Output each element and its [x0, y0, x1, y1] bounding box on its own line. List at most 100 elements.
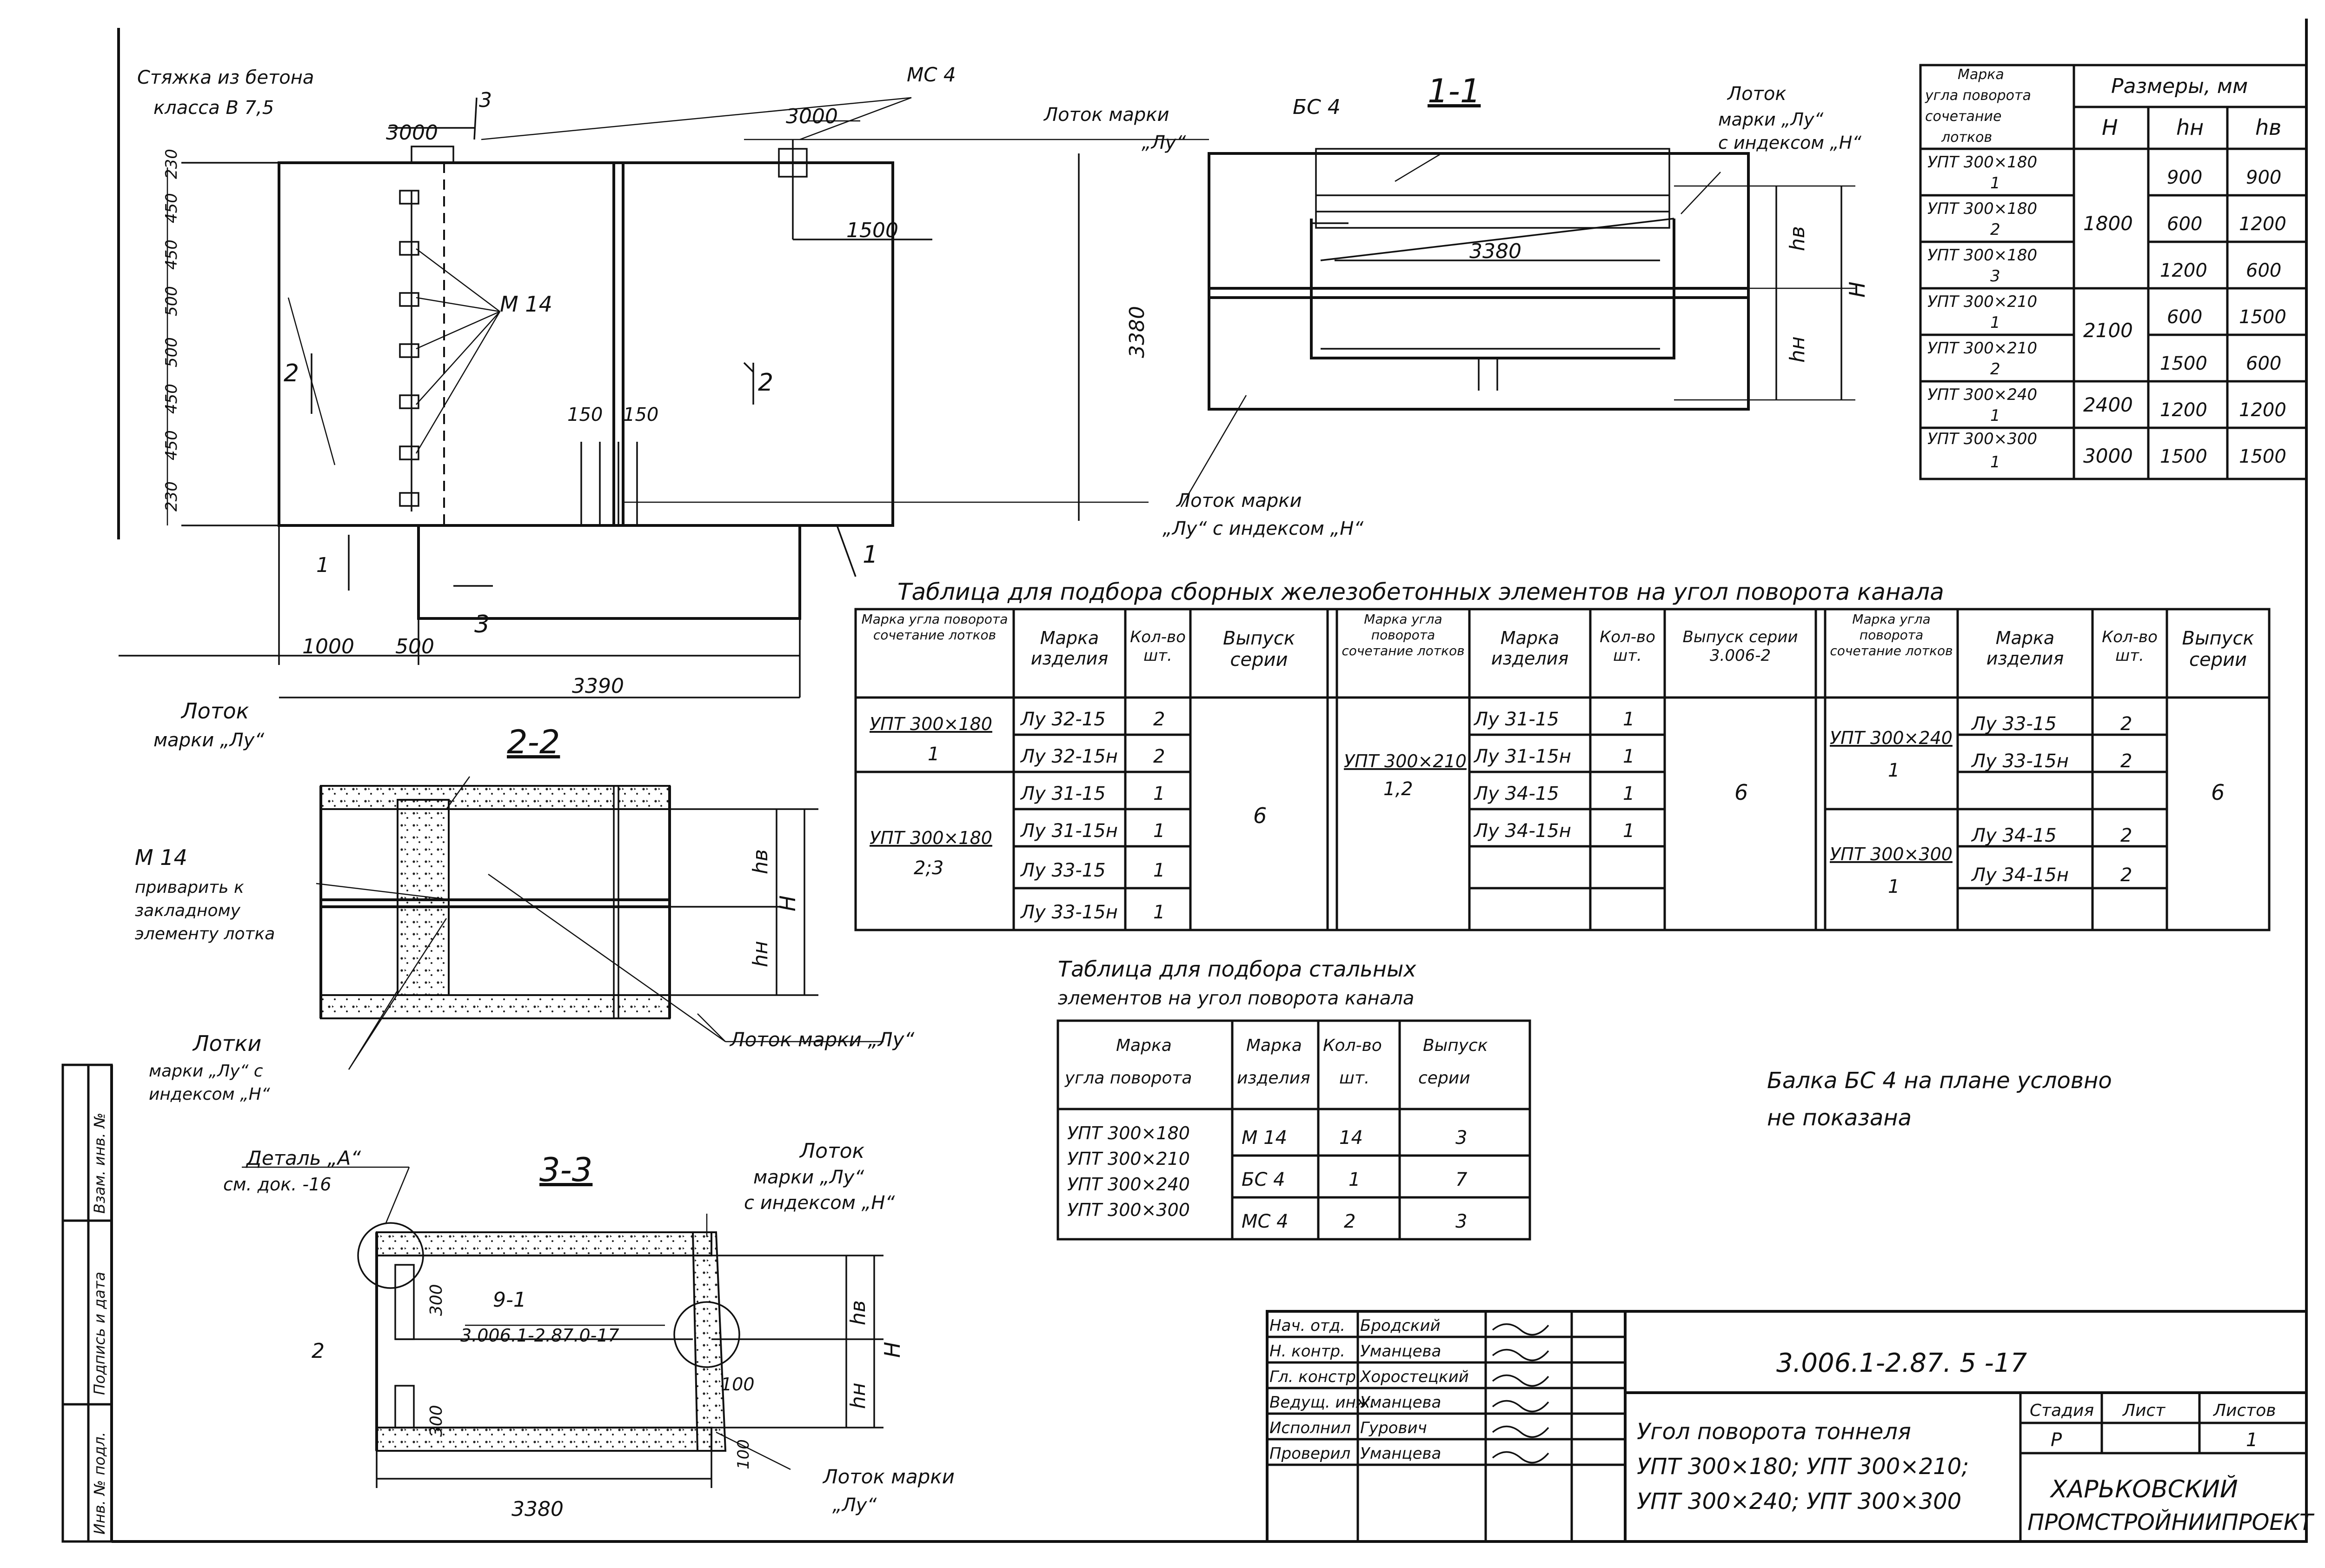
svg-text:Уманцева: Уманцева — [1360, 1444, 1441, 1463]
svg-text:2: 2 — [1990, 360, 2000, 379]
svg-text:450: 450 — [162, 430, 181, 460]
svg-text:закладному: закладному — [135, 901, 241, 920]
section-3-3-lotok-bottom-1: Лоток марки — [822, 1465, 955, 1488]
plan-dim-150-a: 150 — [567, 404, 603, 425]
svg-text:1200: 1200 — [2160, 260, 2207, 281]
size-table: Марка угла поворота сочетание лотков Раз… — [1925, 66, 2286, 472]
section-3-3 — [242, 1166, 884, 1488]
svg-text:УПТ 300×180: УПТ 300×180 — [1067, 1123, 1190, 1143]
svg-text:1: 1 — [1623, 746, 1634, 767]
section-3-3-dim-3380: 3380 — [512, 1497, 564, 1521]
plan-note-concrete-2: класса В 7,5 — [153, 97, 274, 119]
svg-text:1: 1 — [1990, 174, 2000, 193]
title-block-org-1: ХАРЬКОВСКИЙ — [2049, 1475, 2238, 1503]
title-block: Нач. отд. Н. контр. Гл. констр. Ведущ. и… — [1269, 1316, 2315, 1535]
svg-text:Лу 31-15н: Лу 31-15н — [1020, 820, 1118, 842]
svg-text:1500: 1500 — [2160, 353, 2207, 374]
section-1-1-bc4: БС 4 — [1293, 95, 1341, 119]
svg-text:Н: Н — [2102, 115, 2118, 140]
plan-cut1-left: 1 — [316, 553, 329, 577]
svg-text:300: 300 — [427, 1284, 446, 1316]
svg-text:600: 600 — [2246, 353, 2281, 374]
plan-cut2-right: 2 — [758, 369, 773, 397]
svg-text:УПТ 300×210: УПТ 300×210 — [1927, 339, 2037, 358]
rc-table-grid — [854, 608, 2271, 931]
plan-dim-500: 500 — [395, 635, 434, 658]
title-block-code: 3.006.1-2.87. 5 -17 — [1776, 1348, 2027, 1378]
section-1-1 — [1180, 148, 1855, 507]
svg-text:3000: 3000 — [2083, 445, 2133, 467]
svg-text:Н: Н — [880, 1342, 905, 1358]
svg-text:450: 450 — [162, 239, 181, 270]
svg-text:Ведущ. инж.: Ведущ. инж. — [1269, 1393, 1375, 1412]
steel-table-title-2: элементов на угол поворота канала — [1058, 988, 1414, 1009]
plan-lotok-h-label-2: „Лу“ с индексом „Н“ — [1162, 518, 1363, 539]
side-stamp: Инв. № подл. Подпись и дата Взам. инв. № — [91, 1113, 108, 1535]
svg-text:600: 600 — [2167, 306, 2202, 328]
svg-text:2: 2 — [312, 1339, 325, 1363]
svg-text:2: 2 — [2120, 751, 2132, 772]
svg-text:Лу 34-15н: Лу 34-15н — [1971, 864, 2069, 886]
plan-note-concrete-1: Стяжка из бетона — [137, 67, 314, 88]
rc-table: Марка угла поворота сочетание лотков Мар… — [862, 611, 2254, 923]
section-3-3-detail-2: см. док. -16 — [223, 1174, 331, 1195]
svg-text:Гл. констр.: Гл. констр. — [1269, 1368, 1361, 1386]
svg-text:УПТ 300×300: УПТ 300×300 — [1830, 844, 1953, 864]
svg-text:hв: hв — [749, 849, 772, 874]
svg-text:1800: 1800 — [2083, 212, 2133, 235]
section-2-2-m14: М 14 — [135, 845, 187, 870]
section-1-1-title: 1-1 — [1428, 72, 1481, 110]
plan-dim-3000-a: 3000 — [386, 121, 438, 145]
plan-dim-3000-b: 3000 — [786, 105, 838, 128]
svg-text:6: 6 — [1253, 803, 1267, 828]
svg-text:Выпуск: Выпуск — [1423, 1036, 1488, 1055]
plan-cut3-bottom: 3 — [474, 611, 490, 638]
svg-text:УПТ 300×210: УПТ 300×210 — [1067, 1149, 1190, 1169]
svg-text:УПТ 300×180: УПТ 300×180 — [870, 714, 992, 734]
signatures — [1492, 1323, 1549, 1464]
svg-text:Лу 31-15н: Лу 31-15н — [1473, 746, 1571, 767]
svg-text:1500: 1500 — [2160, 446, 2207, 467]
svg-text:2: 2 — [1990, 220, 2000, 239]
size-table-header-sizes: Размеры, мм — [2111, 74, 2248, 98]
svg-text:1: 1 — [928, 744, 939, 765]
svg-text:3: 3 — [1455, 1211, 1467, 1232]
section-1-1-lotok-2: марки „Лу“ — [1718, 109, 1824, 130]
svg-text:1: 1 — [1348, 1169, 1360, 1190]
svg-text:3: 3 — [1455, 1127, 1467, 1149]
plan-dim-3380: 3380 — [1125, 306, 1149, 358]
section-2-2-lotki: Лотки — [192, 1031, 261, 1056]
svg-text:2: 2 — [2120, 864, 2132, 886]
svg-text:Марка: Марка — [1116, 1036, 1172, 1055]
svg-text:Бродский: Бродский — [1360, 1316, 1441, 1335]
svg-text:600: 600 — [2167, 213, 2202, 235]
anchor-plates — [399, 190, 419, 507]
svg-text:Лу 34-15: Лу 34-15 — [1971, 825, 2057, 846]
section-2-2-title: 2-2 — [507, 723, 560, 761]
svg-text:МС 4: МС 4 — [1242, 1211, 1289, 1232]
svg-text:Марка: Марка — [1958, 66, 2004, 83]
svg-text:2100: 2100 — [2083, 319, 2133, 342]
svg-text:1: 1 — [1623, 783, 1634, 804]
svg-text:шт.: шт. — [1339, 1069, 1369, 1088]
svg-text:Лу 32-15н: Лу 32-15н — [1020, 746, 1118, 767]
svg-text:Лист: Лист — [2122, 1401, 2166, 1420]
svg-text:Кол-во: Кол-во — [1323, 1036, 1382, 1055]
title-block-name-1: Угол поворота тоннеля — [1637, 1419, 1911, 1445]
leader-m14 — [415, 248, 501, 454]
svg-text:Лу 34-15н: Лу 34-15н — [1473, 820, 1571, 842]
svg-text:2: 2 — [2120, 713, 2132, 735]
rc-table-title: Таблица для подбора сборных железобетонн… — [897, 578, 1944, 605]
svg-text:УПТ 300×180: УПТ 300×180 — [1927, 246, 2037, 265]
svg-text:Н: Н — [775, 895, 800, 911]
plan-dim-150-b: 150 — [623, 404, 658, 425]
svg-text:Уманцева: Уманцева — [1360, 1342, 1441, 1361]
svg-text:с индексом „Н“: с индексом „Н“ — [744, 1192, 895, 1214]
svg-text:1500: 1500 — [2239, 306, 2286, 328]
title-block-name-2: УПТ 300×180; УПТ 300×210; — [1637, 1454, 1969, 1480]
svg-text:hн: hн — [846, 1382, 870, 1409]
svg-text:УПТ 300×180: УПТ 300×180 — [1927, 199, 2037, 218]
svg-text:1: 1 — [1153, 902, 1165, 923]
svg-text:УПТ 300×180: УПТ 300×180 — [870, 828, 992, 848]
svg-text:УПТ 300×300: УПТ 300×300 — [1067, 1200, 1190, 1220]
